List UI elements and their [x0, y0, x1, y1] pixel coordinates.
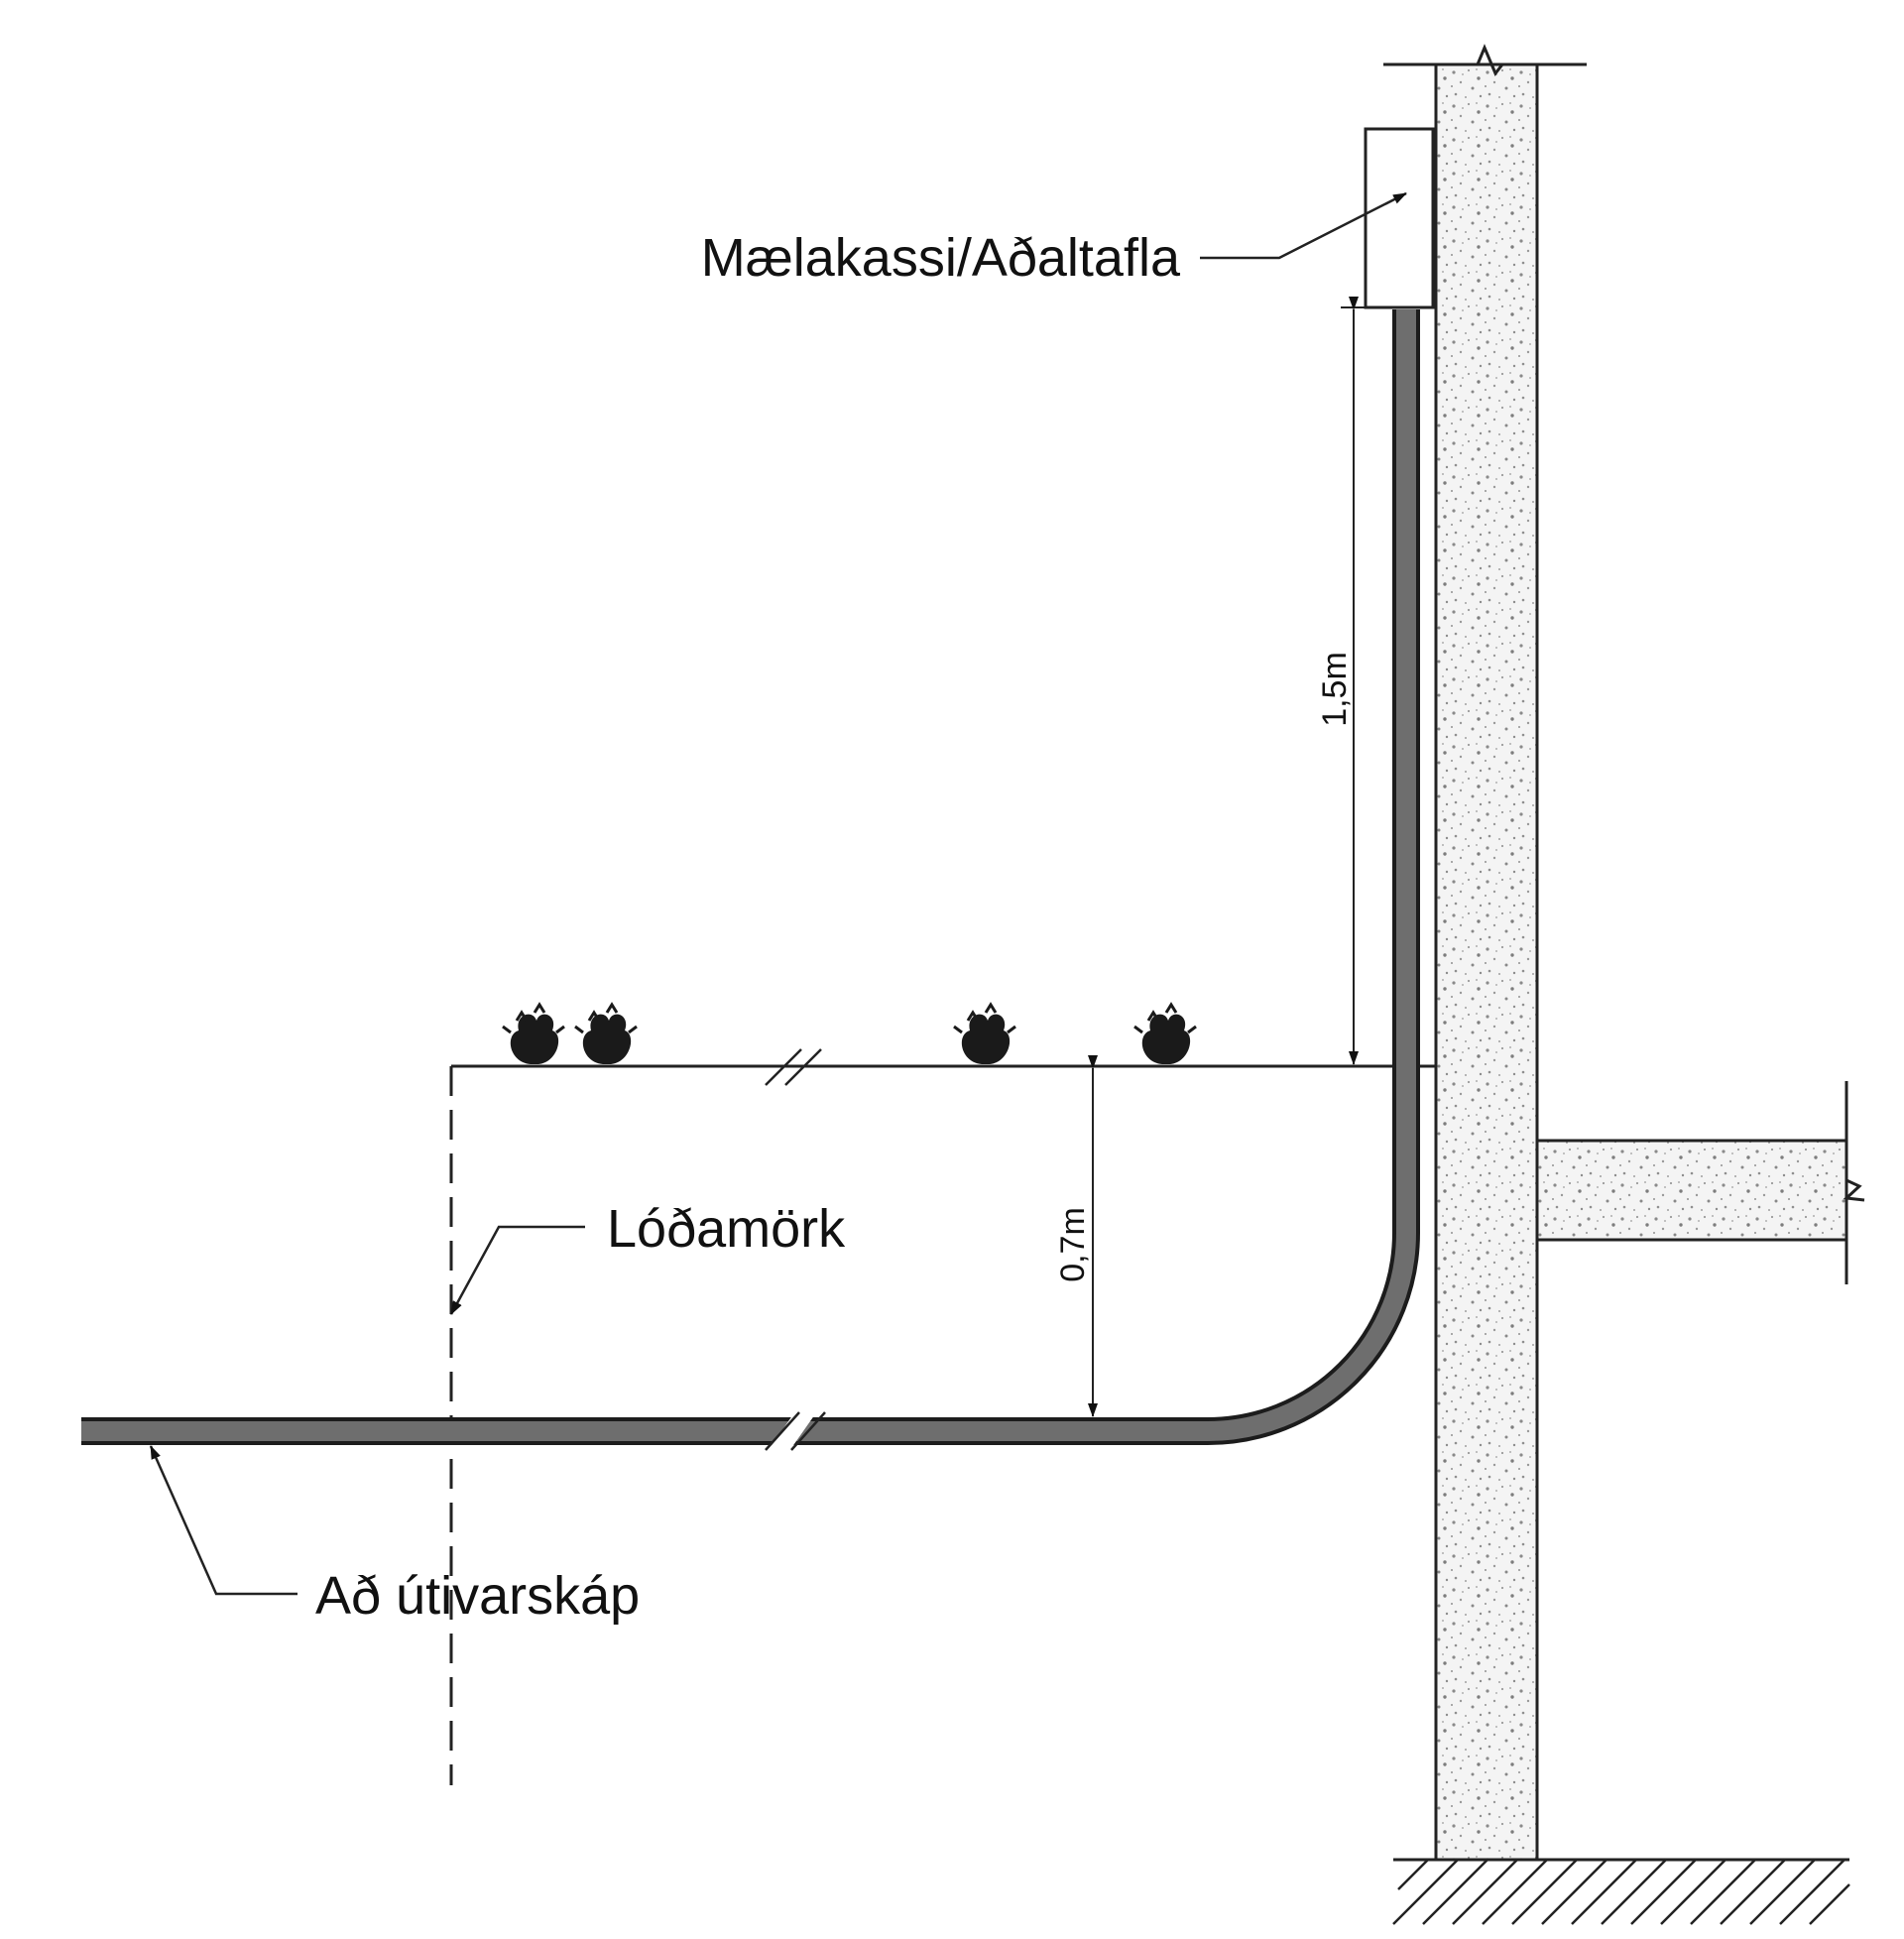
plant-icon: [953, 1002, 1016, 1064]
plant-icon: [1133, 1002, 1197, 1064]
dimension-burial-depth: 0,7m: [1054, 1055, 1098, 1417]
label-to-outdoor-cabinet: Að útivarskáp: [315, 1566, 640, 1626]
building-wall: [1383, 44, 1587, 1862]
leader-property-boundary: Lóðamörk: [449, 1199, 846, 1315]
cable: [81, 309, 1420, 1454]
floor-slab: [1535, 1081, 1865, 1284]
label-meter-box: Mælakassi/Aðaltafla: [701, 228, 1181, 288]
ground-surface: [451, 1048, 1436, 1086]
meter-box: [1364, 127, 1435, 309]
leader-outdoor-cabinet: Að útivarskáp: [149, 1445, 640, 1626]
plant-icon: [574, 1002, 638, 1064]
leader-meter-box: Mælakassi/Aðaltafla: [701, 191, 1407, 288]
foundation-ground-hatch: [1392, 1858, 1850, 1925]
dimension-above-ground: 1,5m: [1316, 297, 1367, 1065]
label-property-boundary: Lóðamörk: [607, 1199, 846, 1259]
dimension-label-burial-depth: 0,7m: [1054, 1207, 1092, 1282]
plant-icon: [502, 1002, 565, 1064]
dimension-label-above-ground: 1,5m: [1316, 652, 1354, 727]
